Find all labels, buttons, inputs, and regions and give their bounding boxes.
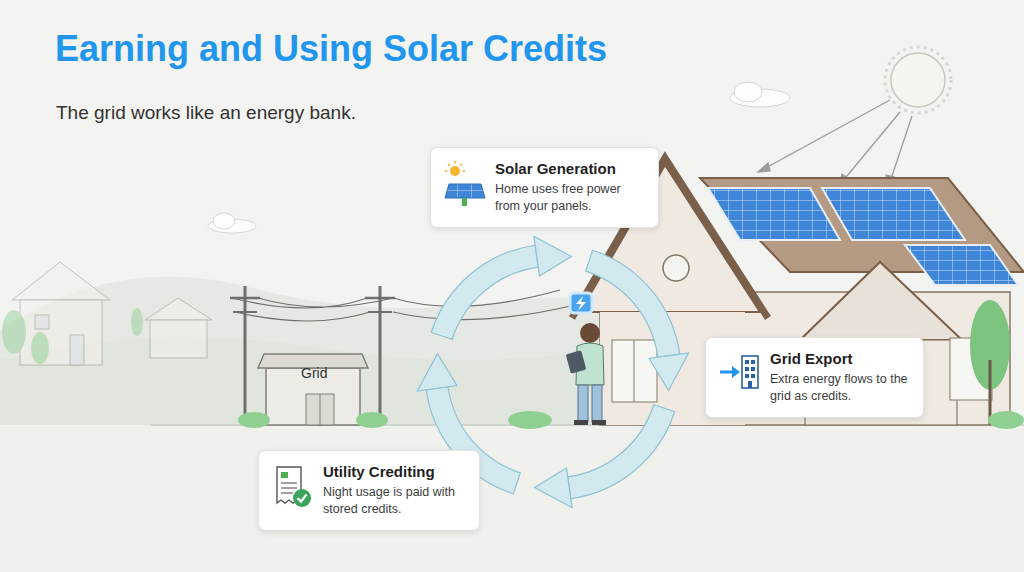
power-poles xyxy=(230,286,575,425)
far-houses xyxy=(2,262,212,365)
card-body: Night usage is paid with stored credits. xyxy=(323,484,467,518)
card-heading: Grid Export xyxy=(770,350,911,367)
cycle-arrowhead xyxy=(535,468,572,508)
cycle-arc xyxy=(586,250,680,357)
cycle-arrowhead xyxy=(649,353,689,390)
person xyxy=(566,293,606,425)
sun xyxy=(758,47,951,187)
card-heading: Solar Generation xyxy=(495,160,646,177)
building-label: Grid xyxy=(301,365,327,381)
card-body: Extra energy flows to the grid as credit… xyxy=(770,371,911,405)
title: Earning and Using Solar Credits xyxy=(55,28,607,70)
card-heading: Utility Crediting xyxy=(323,463,467,480)
card-icon xyxy=(718,350,762,398)
cycle-arc xyxy=(431,245,538,339)
cycle-arrowhead xyxy=(534,236,571,276)
cycle-arrowhead xyxy=(417,354,457,391)
card-icon xyxy=(271,463,315,511)
solar-panel xyxy=(822,188,965,240)
card-body: Home uses free power from your panels. xyxy=(495,181,646,215)
card-icon xyxy=(443,160,487,208)
ground xyxy=(0,425,1024,572)
info-card: Solar GenerationHome uses free power fro… xyxy=(430,147,659,228)
info-card: Utility CreditingNight usage is paid wit… xyxy=(258,450,480,531)
grid-building xyxy=(238,354,388,428)
subtitle: The grid works like an energy bank. xyxy=(56,102,356,124)
info-card: Grid ExportExtra energy flows to the gri… xyxy=(705,337,924,418)
solar-panel xyxy=(905,245,1018,285)
solar-panel xyxy=(708,188,840,240)
